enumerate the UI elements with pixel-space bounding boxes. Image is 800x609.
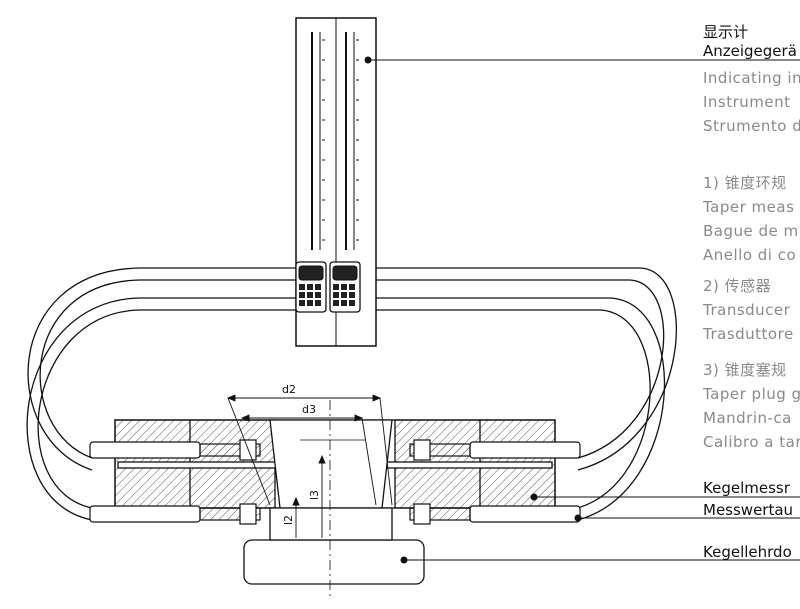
item3-label-it: Calibro a tar: [703, 433, 800, 451]
indicator-label-it: Strumento d: [703, 117, 800, 135]
dim-d2-label: d2: [282, 383, 296, 396]
item1-label-zh: 1) 锥度环规: [703, 174, 787, 192]
item3-label-fr: Mandrin-ca: [703, 409, 792, 427]
dimension-l2-l3: [292, 454, 326, 538]
callout-transducer-label: Messwertau: [703, 501, 794, 519]
item3-label-zh: 3) 锥度塞规: [703, 361, 787, 379]
indicator-label-zh: 显示计: [703, 23, 749, 41]
dim-d3-label: d3: [302, 403, 316, 416]
item1-label-en: Taper meas: [703, 198, 795, 216]
item2-label-it: Trasduttore: [703, 325, 794, 343]
callout-leaders: [400, 493, 800, 564]
dim-l3-label: l3: [308, 490, 321, 500]
indicator-label-de: Anzeigegerä: [703, 42, 797, 60]
indicator-label-en: Indicating in: [703, 69, 800, 87]
item1-label-fr: Bague de m: [703, 222, 799, 240]
indicating-instrument: [295, 17, 377, 347]
indicator-label-en2: Instrument: [703, 93, 791, 111]
item3-label-en: Taper plug g: [703, 385, 800, 403]
item1-label-it: Anello di co: [703, 246, 797, 264]
taper-plug-gauge: [243, 400, 425, 600]
item2-label-zh: 2) 传感器: [703, 277, 772, 295]
callout-plug-label: Kegellehrdo: [703, 543, 792, 561]
dim-l2-label: l2: [282, 515, 295, 525]
item2-label-en: Transducer: [703, 301, 791, 319]
transducers-left: [89, 439, 261, 525]
callout-ring-label: Kegelmessr: [703, 479, 790, 497]
dimension-d3: [240, 414, 377, 506]
transducers-right: [409, 439, 581, 525]
cable-loop: [26, 267, 677, 521]
dimension-d2: [226, 394, 393, 506]
